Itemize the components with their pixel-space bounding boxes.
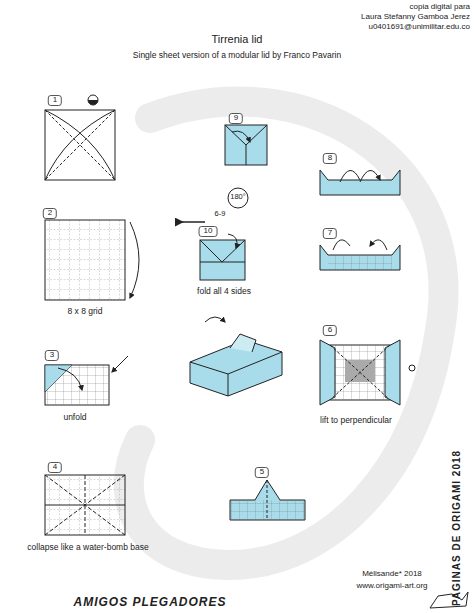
step-number: 3 bbox=[45, 350, 59, 361]
text-label: AMIGOS PLEGADORES bbox=[73, 596, 226, 609]
text-label: www.origami-art.org bbox=[356, 582, 427, 591]
text-label: Mélisande* 2018 bbox=[362, 570, 422, 579]
text-label: lift to perpendicular bbox=[320, 416, 392, 425]
text-label: u0401691@unimilitar.edu.co bbox=[368, 23, 470, 32]
text-label: unfold bbox=[63, 413, 86, 422]
step-number: 7 bbox=[323, 228, 337, 239]
text-label: fold all 4 sides bbox=[197, 287, 251, 296]
step-number: 9 bbox=[229, 113, 243, 124]
text-label: Laura Stefanny Gamboa Jerez bbox=[361, 13, 470, 22]
text-label: 8 x 8 grid bbox=[68, 307, 103, 316]
step-number: 6 bbox=[323, 325, 337, 336]
step-number: 5 bbox=[255, 467, 269, 478]
text-label: collapse like a water-bomb base bbox=[27, 543, 148, 552]
step-number: 10 bbox=[199, 226, 218, 237]
text-label: PAGINAS DE ORIGAMI 2018 bbox=[451, 450, 462, 606]
text-label: Single sheet version of a modular lid by… bbox=[133, 51, 341, 60]
step-number: 1 bbox=[48, 95, 62, 106]
text-label: 6-9 bbox=[215, 210, 226, 218]
step-number: 4 bbox=[48, 462, 62, 473]
text-label: 180° bbox=[230, 193, 246, 201]
diagram-title: Tirrenia lid bbox=[212, 33, 263, 45]
step-number: 8 bbox=[323, 153, 337, 164]
text-label: copia digital para bbox=[410, 3, 470, 12]
step-number: 2 bbox=[43, 208, 57, 219]
